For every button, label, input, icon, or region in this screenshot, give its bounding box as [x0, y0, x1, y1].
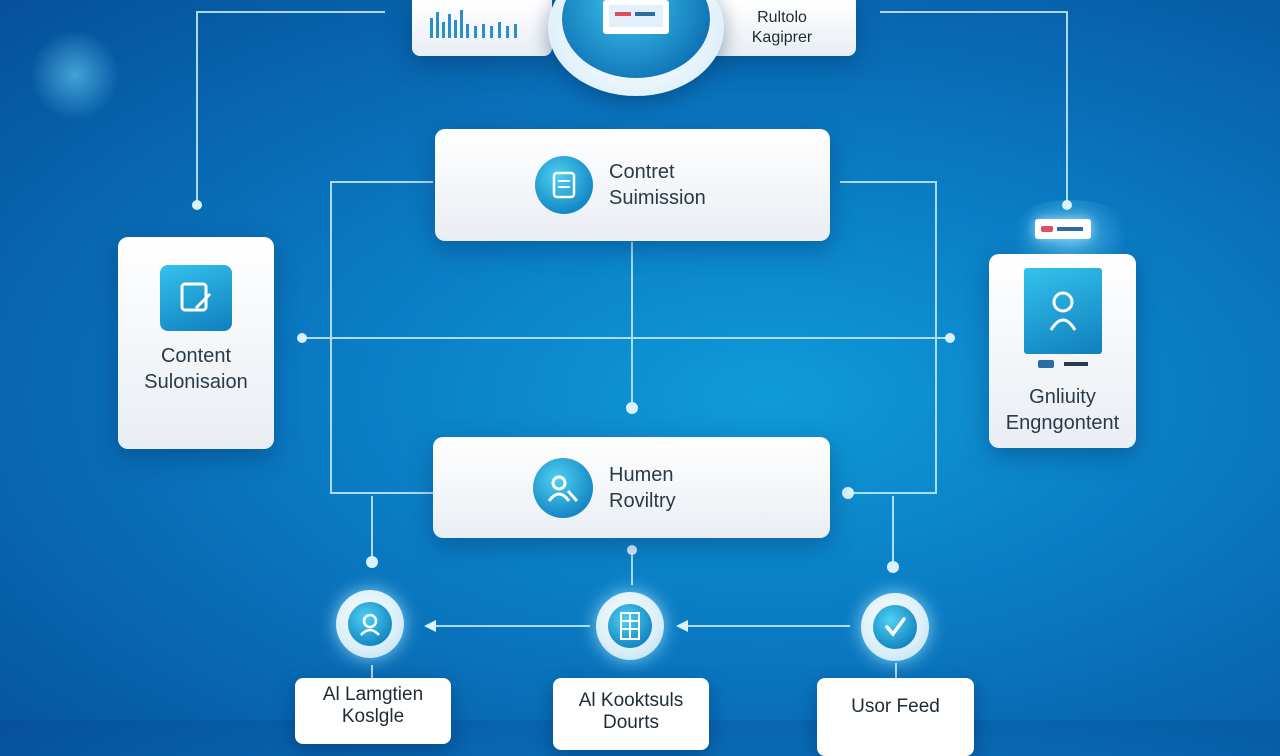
content-submission-card-top[interactable]: Contret Suimission — [435, 129, 830, 241]
ai-analysis-label: Al Kooktsuls Dourts — [553, 678, 709, 750]
connector-line — [196, 11, 385, 205]
connector-dot — [842, 487, 854, 499]
connector-lines — [192, 11, 1072, 685]
label-line: Al Lamgtien — [322, 684, 424, 705]
monitor-icon — [603, 0, 669, 34]
card-title: Gnliuity — [1029, 386, 1096, 408]
content-submission-card-left[interactable]: Content Sulonisaion — [118, 237, 274, 449]
card-title: Contret — [609, 161, 675, 183]
user-feedback-label: Usor Feed — [817, 678, 974, 756]
card-subtitle: Roviltry — [609, 489, 676, 512]
user-icon — [1023, 268, 1102, 354]
ai-moderation-label: Al Lamgtien Koslgle — [295, 678, 451, 744]
edit-document-icon — [160, 265, 232, 331]
ai-analysis-node[interactable] — [596, 592, 664, 660]
card-title: Humen — [609, 463, 674, 486]
card-subtitle: Suimission — [609, 187, 706, 209]
tag-chip — [1035, 219, 1091, 239]
arrow-head — [676, 620, 688, 632]
bar-chart-icon — [430, 10, 517, 38]
top-label-text: Rultolo Kagiprer — [751, 9, 813, 46]
connector-dot — [192, 200, 202, 210]
connector-dot — [887, 561, 899, 573]
connector-line — [880, 11, 1068, 205]
card-subtitle: Engngontent — [1005, 412, 1120, 434]
ai-moderation-node[interactable] — [336, 590, 404, 658]
arrow-head — [424, 620, 436, 632]
connector-dot — [945, 333, 955, 343]
human-review-card[interactable]: Humen Roviltry — [433, 437, 830, 538]
label-line: Koslgle — [341, 706, 405, 727]
top-label-card: Rultolo Kagiprer — [708, 0, 856, 56]
person-search-icon — [533, 457, 593, 518]
hub-inner-circle — [562, 0, 710, 78]
document-icon — [535, 156, 593, 214]
connector-dot — [627, 545, 637, 555]
checkmark-icon — [873, 605, 917, 649]
card-title: Content — [160, 345, 232, 367]
connector-dot — [1062, 200, 1072, 210]
indicator-row — [1037, 360, 1088, 370]
connector-dot — [626, 402, 638, 414]
top-chart-card — [412, 0, 552, 56]
label-line: Dourts — [603, 712, 659, 733]
grid-icon — [608, 604, 652, 648]
connector-dot — [366, 556, 378, 568]
connector-dot — [297, 333, 307, 343]
user-shield-icon — [348, 602, 392, 646]
community-engagement-card[interactable]: Gnliuity Engngontent — [989, 254, 1136, 448]
card-subtitle: Sulonisaion — [144, 371, 248, 393]
label-line: Usor Feed — [851, 696, 940, 717]
user-feedback-node[interactable] — [861, 593, 929, 661]
label-line: Al Kooktsuls — [578, 690, 684, 711]
